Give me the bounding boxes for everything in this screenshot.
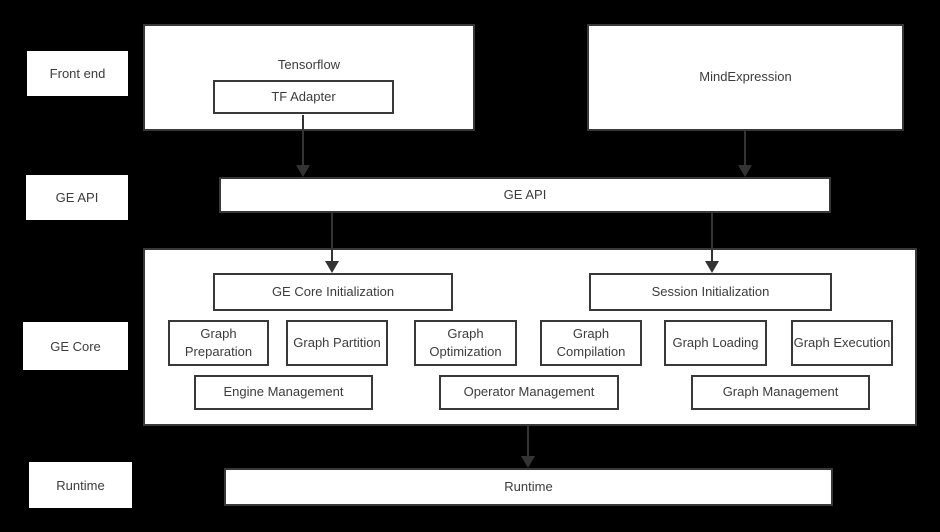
node-graph-partition-label: Graph Partition (293, 334, 381, 350)
row-label-front-end: Front end (27, 51, 128, 96)
arrow-tf-adapter-to-ge-api (296, 115, 310, 177)
node-ge-api: GE API (219, 177, 831, 213)
node-mindexpression-label: MindExpression (699, 69, 792, 85)
arrow-ge-api-to-ge-core-initialization (325, 213, 339, 273)
arrow-down-icon (738, 165, 752, 177)
node-graph-execution-label: Graph Execution (793, 334, 891, 350)
node-graph-loading: Graph Loading (664, 320, 767, 366)
node-runtime: Runtime (224, 468, 833, 506)
node-graph-preparation: Graph Preparation (168, 320, 269, 366)
row-label-runtime: Runtime (29, 462, 132, 508)
node-graph-preparation-label: Graph Preparation (184, 325, 253, 359)
arrow-down-icon (705, 261, 719, 273)
arrow-shaft (711, 213, 713, 261)
arrow-ge-core-to-runtime (521, 426, 535, 468)
node-tensorflow-label: Tensorflow (277, 57, 341, 72)
arrow-down-icon (521, 456, 535, 468)
arrow-mindexpression-to-ge-api (738, 131, 752, 177)
node-graph-optimization-label: Graph Optimization (429, 325, 502, 359)
row-label-runtime-text: Runtime (56, 477, 105, 493)
node-tf-adapter: TF Adapter (213, 80, 394, 114)
arrow-shaft (331, 213, 333, 261)
row-label-ge-core-text: GE Core (50, 338, 101, 354)
node-graph-compilation-label: Graph Compilation (556, 325, 626, 359)
node-graph-optimization: Graph Optimization (414, 320, 517, 366)
node-runtime-label: Runtime (504, 478, 553, 494)
node-engine-management-label: Engine Management (223, 384, 344, 400)
row-label-ge-core: GE Core (23, 322, 128, 370)
node-operator-management: Operator Management (439, 375, 619, 410)
arrow-shaft (527, 426, 529, 456)
node-session-initialization-label: Session Initialization (651, 283, 770, 299)
node-ge-core-initialization: GE Core Initialization (213, 273, 453, 311)
node-graph-management: Graph Management (691, 375, 870, 410)
node-graph-execution: Graph Execution (791, 320, 893, 366)
node-mindexpression: MindExpression (587, 24, 904, 131)
arrow-shaft (302, 115, 304, 165)
node-tensorflow: Tensorflow TF Adapter (143, 24, 475, 131)
node-graph-loading-label: Graph Loading (672, 334, 759, 350)
node-ge-core-container: GE Core Initialization Session Initializ… (143, 248, 917, 426)
arrow-ge-api-to-session-initialization (705, 213, 719, 273)
row-label-front-end-text: Front end (49, 66, 106, 81)
arrow-down-icon (296, 165, 310, 177)
node-graph-partition: Graph Partition (286, 320, 388, 366)
node-graph-management-label: Graph Management (722, 384, 839, 400)
node-ge-api-label: GE API (503, 186, 547, 202)
node-engine-management: Engine Management (194, 375, 373, 410)
arrow-down-icon (325, 261, 339, 273)
node-tf-adapter-label: TF Adapter (271, 88, 336, 104)
node-session-initialization: Session Initialization (589, 273, 832, 311)
node-ge-core-initialization-label: GE Core Initialization (271, 283, 395, 299)
node-operator-management-label: Operator Management (463, 384, 595, 400)
node-graph-compilation: Graph Compilation (540, 320, 642, 366)
row-label-ge-api: GE API (26, 175, 128, 220)
row-label-ge-api-text: GE API (55, 190, 99, 205)
arrow-shaft (744, 131, 746, 165)
